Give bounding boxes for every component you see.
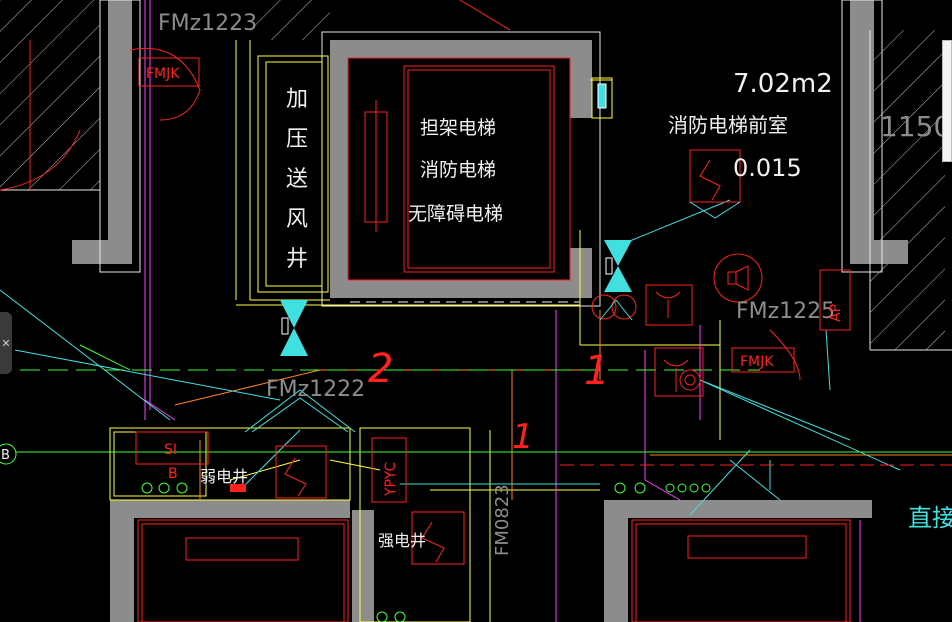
handwritten-1b: 1: [512, 417, 534, 457]
ypyc-box: [371, 437, 407, 503]
axis-bubble-b: [0, 443, 17, 465]
door-label-right: FMz1225: [736, 299, 835, 324]
hatch-area-left: [0, 0, 100, 190]
hatch-area-right: [870, 30, 945, 350]
dimension-label: 1150: [880, 110, 951, 143]
green-lines: [0, 344, 952, 453]
handwritten-2: 2: [368, 346, 393, 392]
side-panel-tab[interactable]: ✕: [0, 312, 12, 374]
b-tag-label: B: [168, 466, 178, 482]
fmjk-box-right: [731, 347, 795, 373]
shaft-char-4: 风: [286, 207, 308, 232]
elevator-label-3: 无障碍电梯: [408, 203, 503, 225]
door-swings: [0, 0, 801, 381]
ap-label: AP: [828, 304, 844, 322]
walls: [72, 0, 908, 622]
lower-rooms: [137, 519, 851, 622]
fmjk-label-top: FMJK: [146, 66, 180, 82]
handwritten-1a: 1: [584, 348, 609, 394]
shaft-char-2: 压: [286, 127, 308, 152]
direct-label: 直接: [908, 504, 952, 532]
shaft-char-1: 加: [286, 87, 308, 112]
ypyc-label: YPYC: [383, 462, 399, 497]
shaft-char-5: 井: [286, 247, 308, 272]
weak-well-label: 弱电井: [200, 467, 248, 486]
magenta-lines: [144, 0, 861, 622]
elevator-label-1: 担架电梯: [420, 117, 496, 139]
valve-icons: [280, 83, 632, 356]
red-device: [230, 484, 246, 492]
fmjk-box-top: [138, 57, 200, 87]
shaft-char-3: 送: [286, 167, 308, 192]
area-label: 7.02m2: [733, 69, 833, 99]
hatch-area-top: [250, 0, 330, 40]
small-circles: [141, 482, 711, 622]
si-label: SI: [164, 442, 177, 458]
vent-box-top: [689, 149, 741, 203]
elevator-label-2: 消防电梯: [420, 159, 496, 181]
alarm-box: [654, 347, 704, 397]
vent-box-weak: [275, 445, 327, 499]
vent-box-strong: [411, 511, 465, 565]
ratio-label: 0.015: [733, 154, 802, 182]
elevator-car: [403, 65, 555, 273]
room-name-label: 消防电梯前室: [668, 113, 788, 137]
right-panel-edge[interactable]: [942, 40, 952, 162]
axis-label-b: B: [1, 448, 10, 463]
door-label-top: FMz1223: [158, 11, 257, 36]
door-label-mid: FMz1222: [266, 377, 365, 402]
door-label-vertical: FM0823: [492, 484, 513, 556]
speaker-circle: [713, 253, 763, 303]
cyan-lines: [0, 199, 901, 516]
pressure-shaft-outline: [257, 55, 329, 293]
strong-well-label: 强电井: [378, 531, 426, 550]
fmjk-label-right: FMJK: [740, 354, 774, 370]
ap-box: [819, 269, 851, 331]
